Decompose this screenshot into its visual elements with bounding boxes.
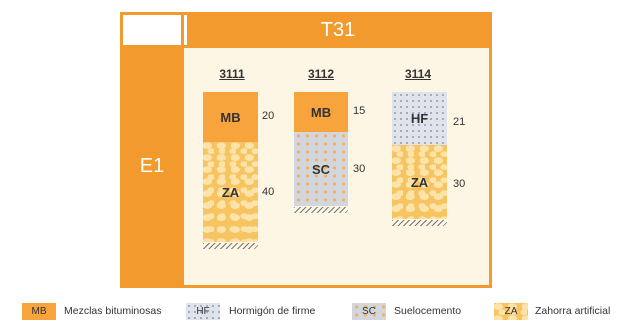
layer-za: ZA xyxy=(392,145,447,219)
layer-thickness: 15 xyxy=(353,105,366,117)
legend-swatch-sc: SC xyxy=(352,303,386,320)
layer-thickness: 20 xyxy=(262,110,275,122)
section-code-3111: 3111 xyxy=(219,67,245,81)
legend-swatch-hf: HF xyxy=(186,303,220,320)
layer-mb: MB xyxy=(294,92,348,132)
layer-mb: MB xyxy=(203,92,258,142)
ground-hatch xyxy=(294,207,348,213)
layer-za: ZA xyxy=(203,142,258,242)
ground-hatch xyxy=(203,243,258,249)
corner-cell xyxy=(123,15,181,45)
layer-thickness: 40 xyxy=(262,186,275,198)
materials-legend: MB Mezclas bituminosas HF Hormigón de fi… xyxy=(0,303,626,321)
traffic-category-header: T31 xyxy=(184,15,489,45)
legend-swatch-za: ZA xyxy=(494,303,528,320)
legend-label-mb: Mezclas bituminosas xyxy=(64,305,162,317)
ground-hatch xyxy=(392,220,447,226)
layer-thickness: 30 xyxy=(353,163,366,175)
legend-swatch-mb: MB xyxy=(22,303,56,320)
layer-thickness: 30 xyxy=(453,178,466,190)
layer-thickness: 21 xyxy=(453,116,466,128)
section-code-3114: 3114 xyxy=(404,67,432,81)
legend-label-sc: Suelocemento xyxy=(394,305,462,317)
esplanada-category-label: E1 xyxy=(123,48,181,285)
header-divider xyxy=(123,45,489,48)
layer-hf: HF xyxy=(392,92,447,145)
legend-label-za: Zahorra artificial xyxy=(535,305,611,317)
section-code-3112: 3112 xyxy=(307,67,335,81)
layer-sc: SC xyxy=(294,132,348,206)
side-divider xyxy=(181,15,184,285)
legend-label-hf: Hormigón de firme xyxy=(229,305,316,317)
